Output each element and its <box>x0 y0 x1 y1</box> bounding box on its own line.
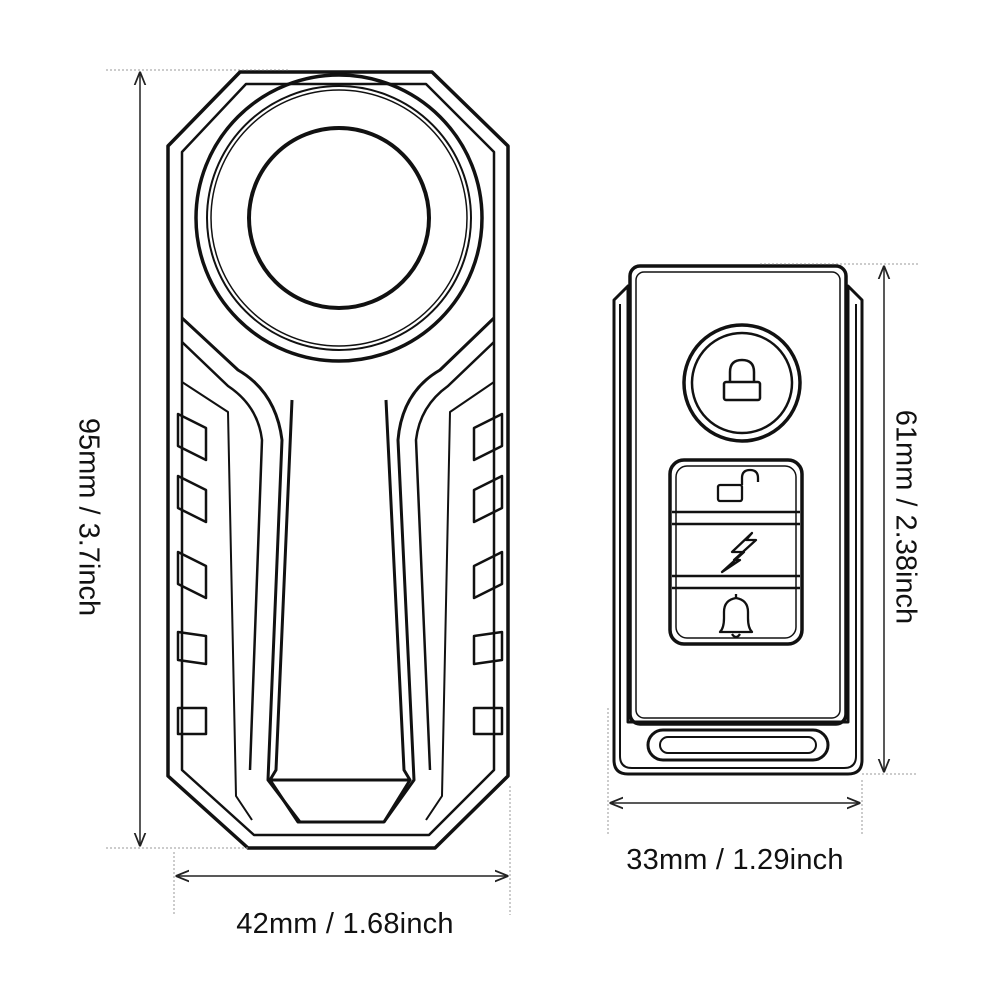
alarm-speaker-cone <box>247 126 431 310</box>
alarm-outer-body <box>166 70 510 850</box>
alarm-left-wing-inner <box>181 341 264 771</box>
alarm-unit <box>166 70 510 850</box>
alarm-speaker-outer-ring <box>194 73 484 363</box>
remote-clip-body <box>612 284 864 776</box>
alarm-right-vents <box>472 412 504 736</box>
remote-width-label: 33mm / 1.29inch <box>626 844 844 876</box>
remote-height-label: 61mm / 2.38inch <box>889 409 922 625</box>
remote-dimension-lines <box>607 263 918 836</box>
alarm-left-vents <box>176 412 208 736</box>
alarm-speaker-inner-ring <box>210 89 468 347</box>
alarm-center-tongue <box>268 399 412 782</box>
remote-lock-button[interactable] <box>682 323 802 443</box>
alarm-inner-body <box>180 82 496 837</box>
remote-front-face <box>628 264 848 726</box>
alarm-bottom-chevron <box>268 779 412 824</box>
remote-unit <box>612 264 864 776</box>
bell-icon <box>718 594 754 639</box>
remote-button-cluster <box>668 458 804 646</box>
remote-panic-button[interactable] <box>678 528 794 572</box>
alarm-speaker-mid-ring <box>206 85 472 351</box>
alarm-height-label: 95mm / 3.7inch <box>72 417 105 617</box>
alarm-right-wing-inner <box>414 341 495 771</box>
lightning-icon <box>720 531 758 574</box>
unlock-icon <box>716 468 760 503</box>
remote-bottom-slot <box>646 728 830 762</box>
alarm-dimension-lines <box>106 69 511 915</box>
lock-icon <box>722 358 762 402</box>
alarm-right-wing <box>382 316 496 823</box>
alarm-left-wing <box>180 316 378 824</box>
remote-unlock-button[interactable] <box>678 468 794 510</box>
alarm-width-label: 42mm / 1.68inch <box>236 908 454 940</box>
